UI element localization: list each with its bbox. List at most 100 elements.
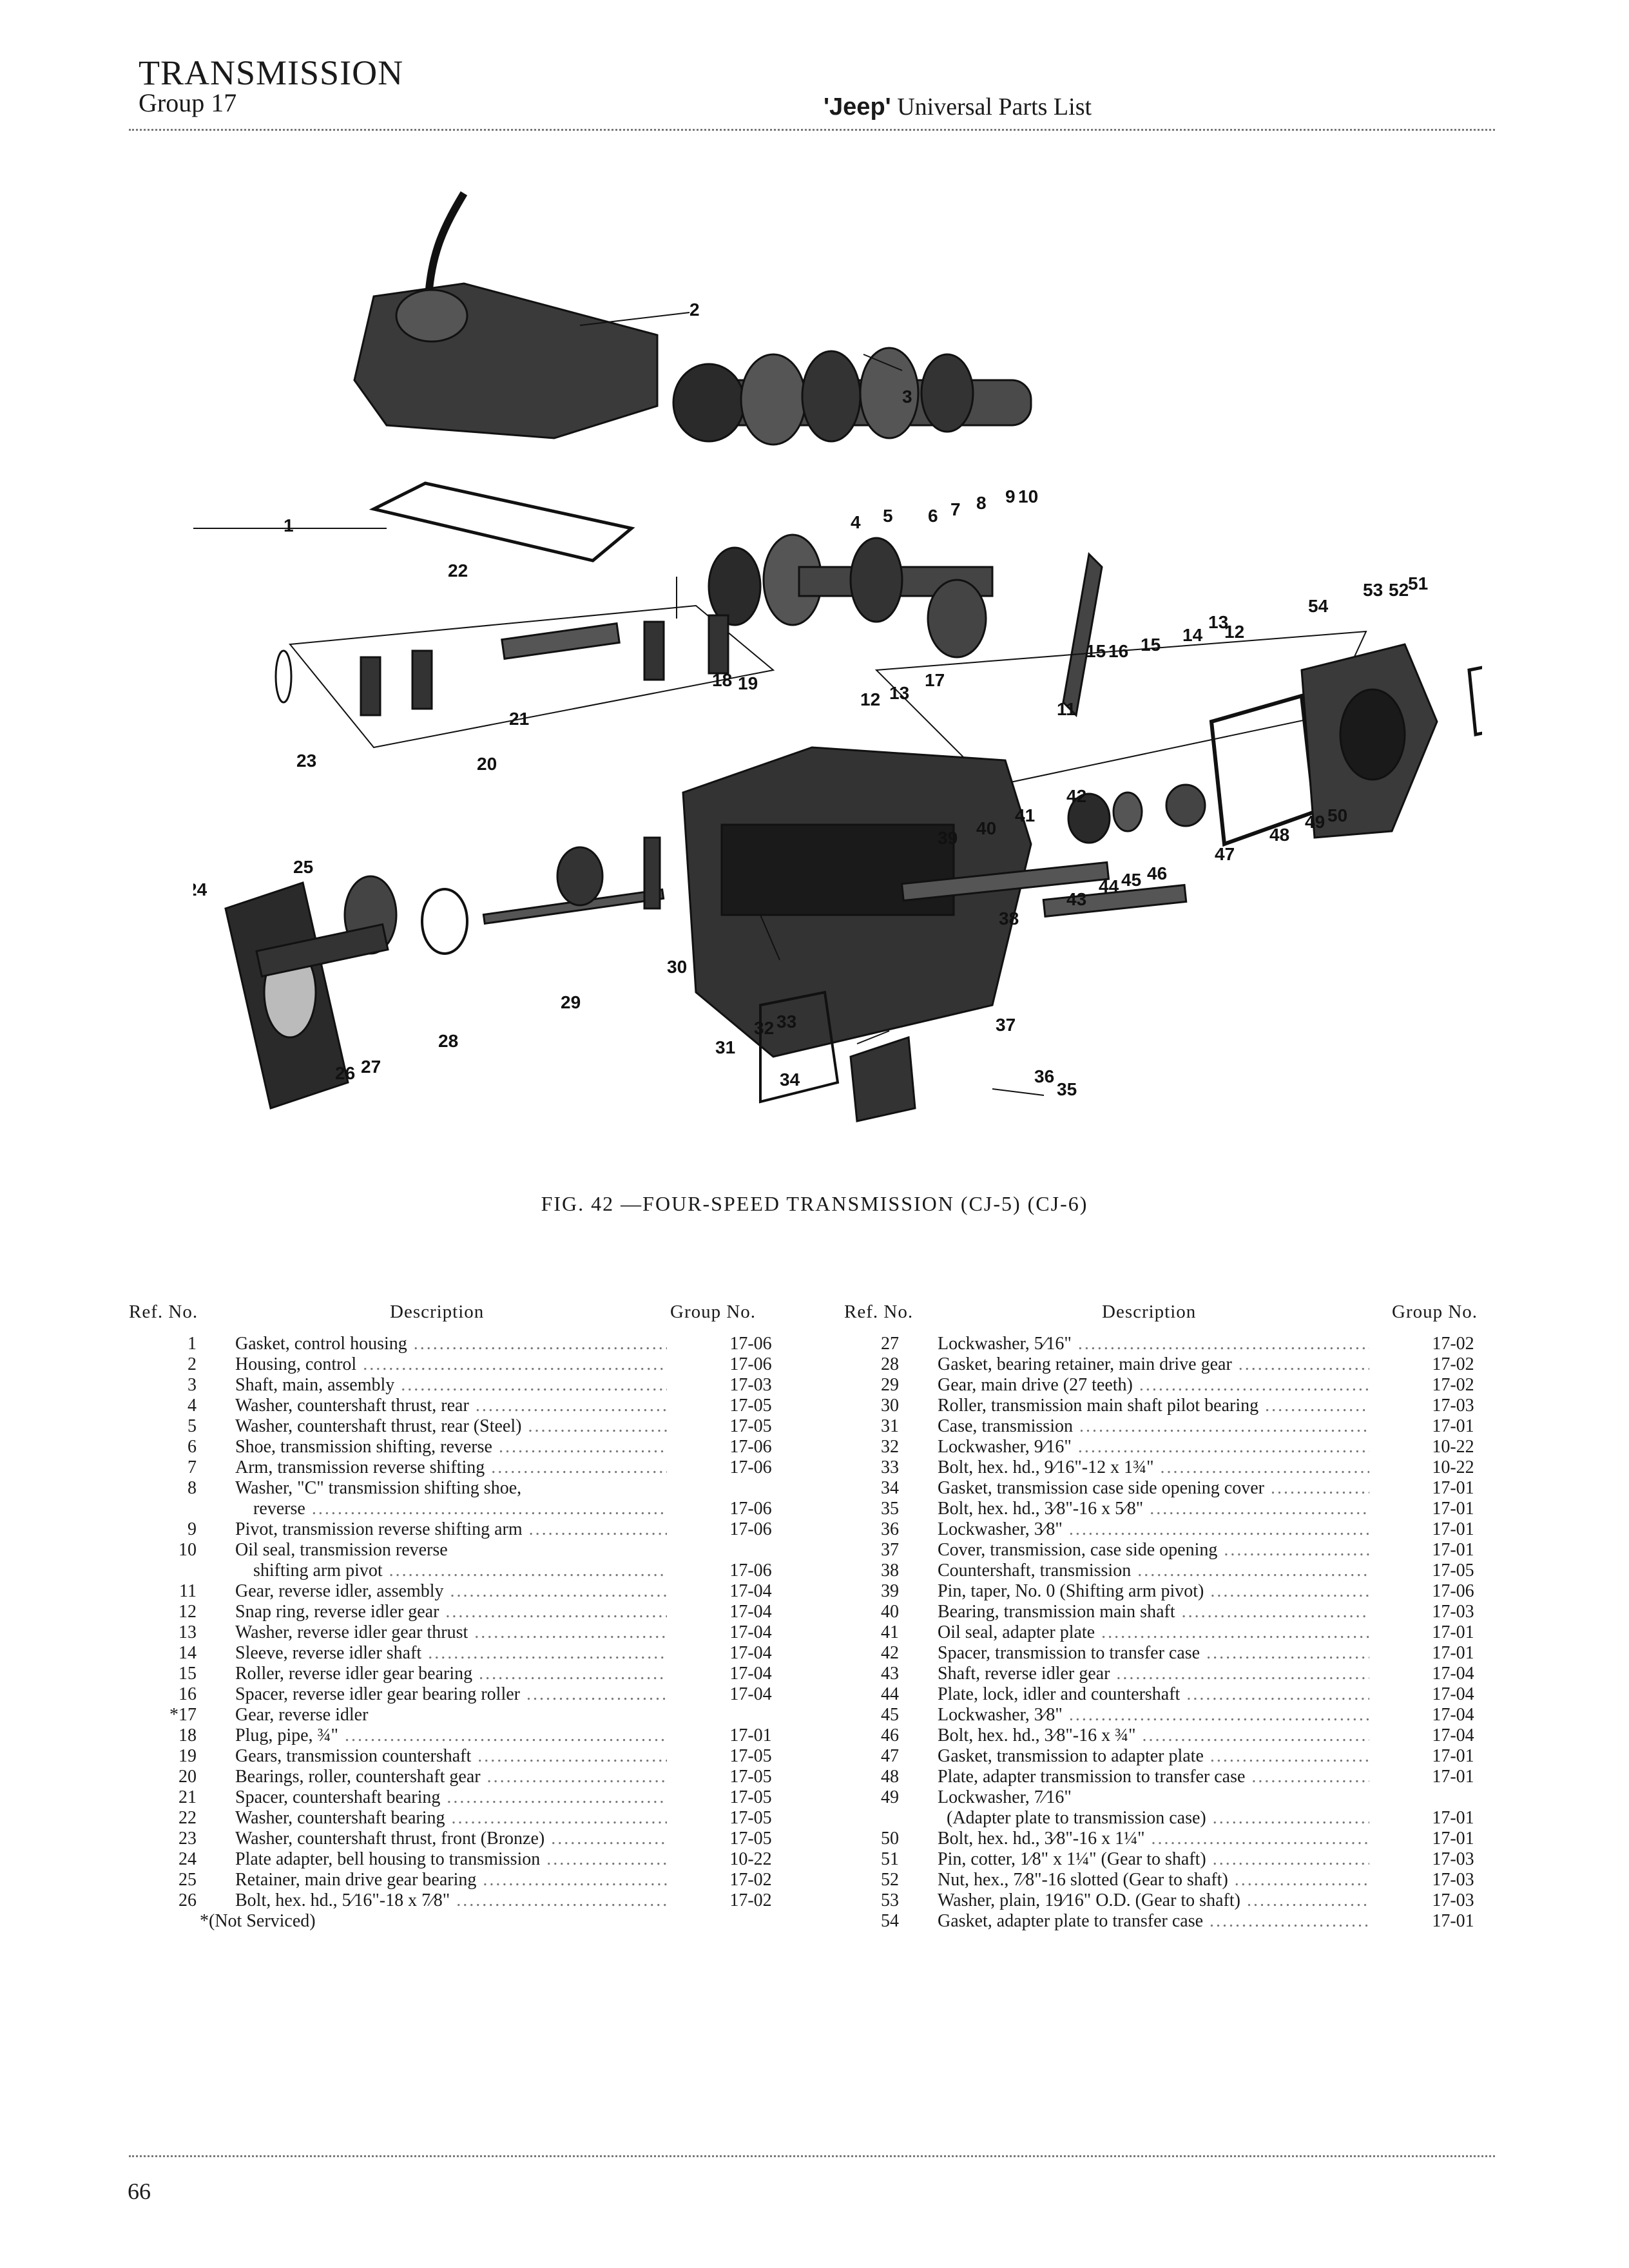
ref-number: 48 [881, 1767, 899, 1787]
callout-42: 42 [1066, 786, 1086, 806]
ref-number: 19 [178, 1746, 197, 1766]
leader-dots: ........................................… [528, 1519, 667, 1539]
callout-48: 48 [1269, 825, 1289, 845]
part-description: Bearings, roller, countershaft gear ....… [235, 1767, 667, 1787]
part-description: Lockwasher, 3⁄8" .......................… [938, 1705, 1369, 1725]
callout-46: 46 [1147, 863, 1167, 883]
ref-number: 39 [881, 1581, 899, 1601]
not-serviced-note: *(Not Serviced) [200, 1911, 316, 1931]
leader-dots: ........................................… [1210, 1911, 1369, 1931]
leader-dots: ........................................… [1224, 1540, 1369, 1560]
ref-number: 31 [881, 1416, 899, 1436]
part-description: Gear, reverse idler [235, 1705, 667, 1725]
group-number: 17-04 [729, 1602, 772, 1622]
ref-number: 49 [881, 1787, 899, 1807]
leader-dots: ........................................… [491, 1457, 667, 1477]
part-description-text: Cover, transmission, case side opening [938, 1540, 1218, 1560]
header-group: Group No. [1392, 1302, 1478, 1322]
callout-1: 1 [284, 515, 294, 535]
part-description: Pin, cotter, 1⁄8" x 1¼" (Gear to shaft) … [938, 1849, 1369, 1870]
part-description-text: Lockwasher, 3⁄8" [938, 1705, 1063, 1725]
group-number: 17-06 [729, 1354, 772, 1374]
group-number: 10-22 [1432, 1457, 1474, 1477]
side-cover [849, 1035, 916, 1122]
ref-number: 24 [178, 1849, 197, 1869]
group-number: 17-01 [1432, 1416, 1474, 1436]
part-description: Lockwasher, 7⁄16" [938, 1787, 1369, 1808]
footer-rule [129, 2155, 1495, 2157]
ref-number: 3 [188, 1375, 197, 1395]
group-number: 17-04 [1432, 1684, 1474, 1704]
part-description-text: Lockwasher, 5⁄16" [938, 1334, 1072, 1354]
ref-number: 27 [881, 1334, 899, 1354]
part-description-text: Roller, reverse idler gear bearing [235, 1664, 473, 1684]
callout-17: 17 [925, 670, 945, 690]
ref-number: 5 [188, 1416, 197, 1436]
part-description: Washer, countershaft thrust, rear ......… [235, 1396, 667, 1416]
ref-number: 20 [178, 1767, 197, 1787]
part-description-text: Bolt, hex. hd., 3⁄8"-16 x ¾" [938, 1725, 1136, 1745]
part-description: Washer, reverse idler gear thrust ......… [235, 1622, 667, 1643]
leader-dots: ........................................… [1139, 1375, 1369, 1395]
callout-45: 45 [1121, 870, 1141, 890]
group-number: 17-01 [729, 1725, 772, 1745]
callout-28: 28 [438, 1031, 458, 1051]
part-description-text: Washer, reverse idler gear thrust [235, 1622, 468, 1642]
leader-dots: ........................................… [475, 1396, 667, 1416]
leader-dots: ........................................… [1181, 1602, 1369, 1622]
callout-15: 15 [1141, 635, 1161, 655]
ref-number: 11 [179, 1581, 197, 1601]
ref-number: 42 [881, 1643, 899, 1663]
manual-title-text: Universal Parts List [897, 93, 1092, 120]
part-description-text: Washer, countershaft thrust, rear [235, 1396, 469, 1416]
leader-dots: ........................................… [1068, 1705, 1369, 1725]
callout-36: 36 [1034, 1066, 1054, 1086]
callout-3: 3 [902, 387, 912, 407]
group-number: 17-02 [729, 1870, 772, 1890]
ref-number: 9 [188, 1519, 197, 1539]
control-gasket [369, 481, 635, 562]
part-description: Gears, transmission countershaft .......… [235, 1746, 667, 1767]
leader-dots: ........................................… [1234, 1870, 1369, 1890]
leader-dots: ........................................… [1270, 1478, 1369, 1498]
leader-dots: ........................................… [1160, 1457, 1369, 1477]
table-row: shifting arm pivot .....................… [129, 1561, 805, 1581]
leader-dots: ........................................… [1212, 1849, 1369, 1869]
part-description-text: Bearing, transmission main shaft [938, 1602, 1175, 1622]
part-description-text: Washer, countershaft thrust, front (Bron… [235, 1829, 545, 1849]
part-description: Spacer, transmission to transfer case ..… [938, 1643, 1369, 1664]
leader-dots: ........................................… [546, 1849, 667, 1869]
part-description: Gasket, adapter plate to transfer case .… [938, 1911, 1369, 1932]
part-description-text: Washer, plain, 19⁄16" O.D. (Gear to shaf… [938, 1890, 1240, 1910]
leader-dots: ........................................… [413, 1334, 667, 1354]
part-description-text: Oil seal, transmission reverse [235, 1540, 448, 1560]
ref-number: 47 [881, 1746, 899, 1766]
callout-37: 37 [996, 1015, 1016, 1035]
part-description-text: Oil seal, adapter plate [938, 1622, 1095, 1642]
group-number: 17-03 [1432, 1890, 1474, 1910]
part-description: Bearing, transmission main shaft .......… [938, 1602, 1369, 1622]
part-description-text: Gasket, control housing [235, 1334, 407, 1354]
part-description: Oil seal, transmission reverse [235, 1540, 667, 1561]
part-description-text: Lockwasher, 7⁄16" [938, 1787, 1072, 1807]
part-description-text: Plate, adapter transmission to transfer … [938, 1767, 1246, 1787]
header-ref: Ref. No. [129, 1302, 198, 1322]
group-number: 17-01 [1432, 1499, 1474, 1519]
leader-dots: ........................................… [1210, 1746, 1369, 1766]
leader-dots: ........................................… [1210, 1581, 1369, 1601]
part-description: Case, transmission .....................… [938, 1416, 1369, 1437]
manual-title: 'Jeep' Universal Parts List [824, 93, 1092, 121]
section-title: TRANSMISSION [139, 53, 404, 92]
header-rule [129, 129, 1495, 131]
part-description: Countershaft, transmission .............… [938, 1561, 1369, 1581]
part-description: Lockwasher, 9⁄16" ......................… [938, 1437, 1369, 1457]
